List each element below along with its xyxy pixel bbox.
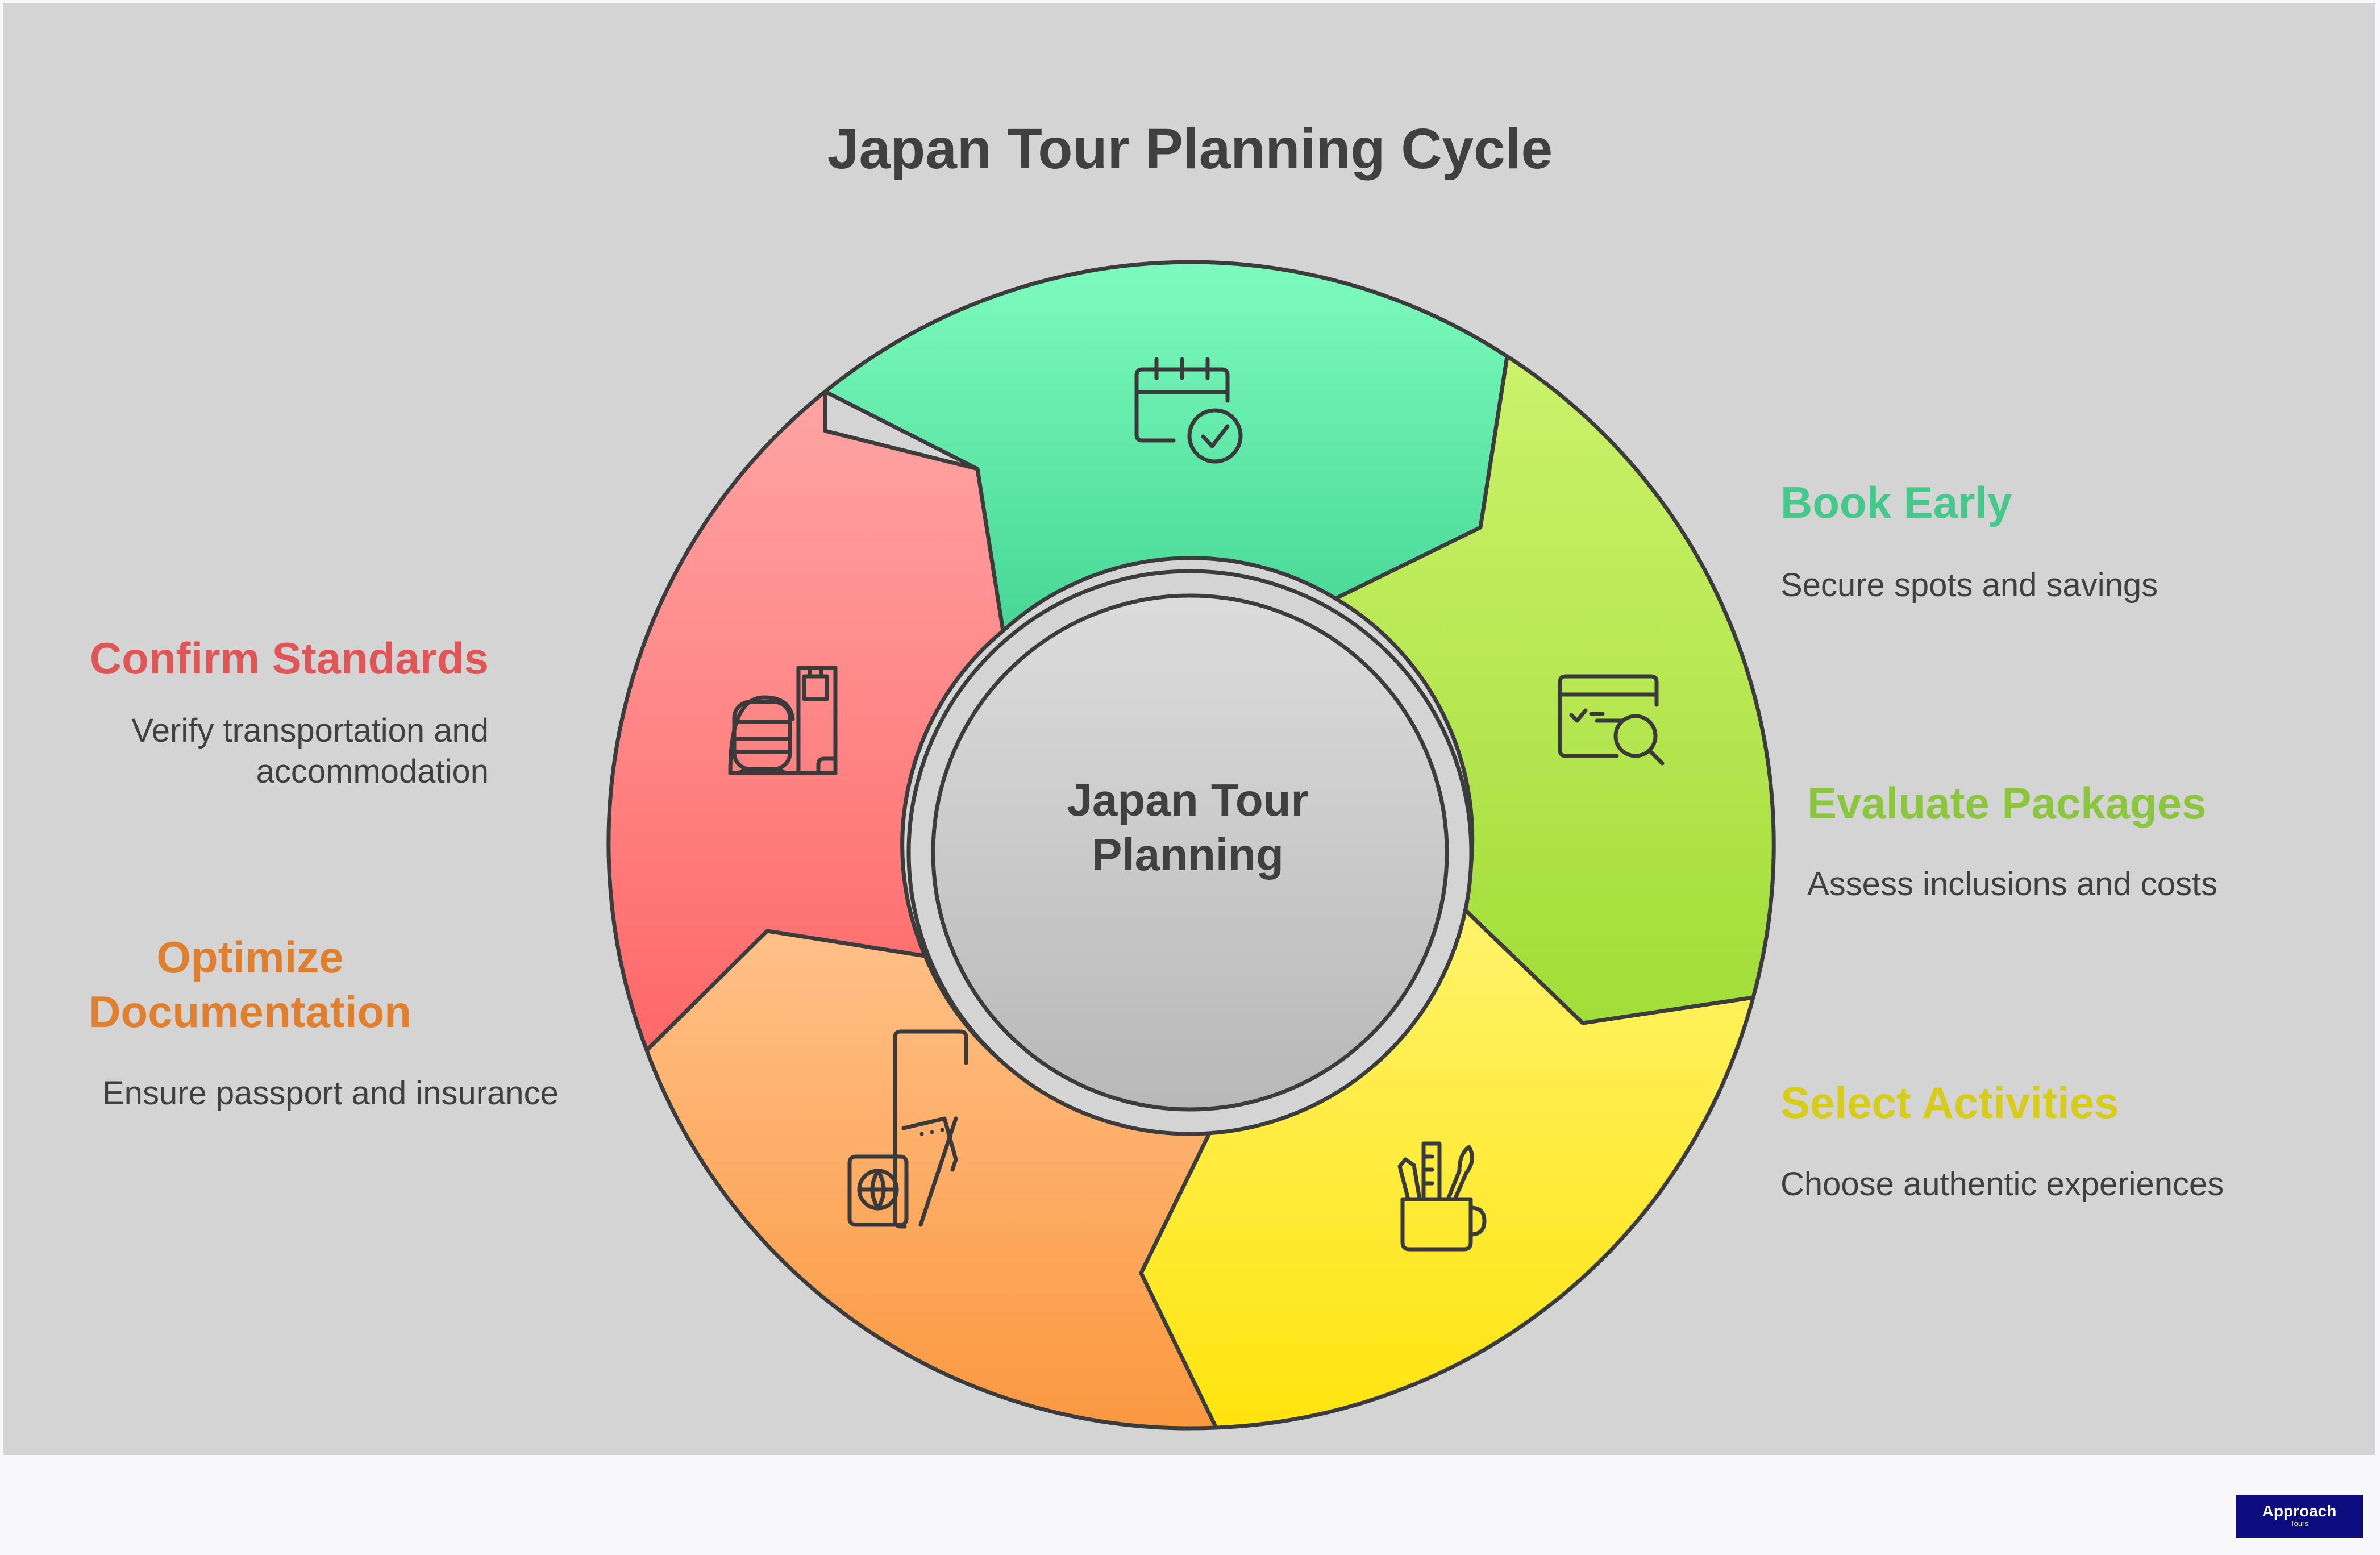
hub-circle	[931, 593, 1449, 1112]
passport-ticket-icon	[847, 1029, 968, 1229]
browser-search-icon	[1558, 674, 1665, 766]
confirm-standards-description-line2: accommodation	[256, 753, 489, 790]
center-label-line2: Planning	[1092, 829, 1284, 880]
approach-tours-logo: Approach Tours	[2236, 1495, 2363, 1538]
segment-book-early	[823, 260, 1509, 633]
art-supplies-mug-icon	[1397, 1141, 1487, 1252]
book-early-description: Secure spots and savings	[1780, 567, 2158, 604]
segment-confirm-standards	[606, 389, 1005, 1053]
book-early-title: Book Early	[1780, 477, 2012, 527]
diagram-title: Japan Tour Planning Cycle	[827, 117, 1553, 181]
calendar-check-icon	[1134, 357, 1243, 464]
center-label-line1: Japan Tour	[1067, 775, 1309, 825]
optimize-documentation-title-line2: Documentation	[89, 987, 411, 1037]
optimize-documentation-description: Ensure passport and insurance	[102, 1075, 559, 1112]
segment-evaluate-packages	[1333, 354, 1776, 1025]
logo-text-line1: Approach	[2262, 1502, 2337, 1520]
confirm-standards-description-line1: Verify transportation and	[131, 712, 489, 749]
center-label: Japan Tour Planning	[983, 773, 1392, 882]
select-activities-title: Select Activities	[1780, 1078, 2119, 1128]
confirm-standards-title: Confirm Standards	[89, 633, 489, 683]
evaluate-packages-description: Assess inclusions and costs	[1807, 866, 2218, 903]
select-activities-description: Choose authentic experiences	[1780, 1166, 2224, 1203]
optimize-documentation-title: Optimize Documentation	[74, 930, 426, 1039]
evaluate-packages-title: Evaluate Packages	[1807, 778, 2207, 828]
train-luggage-icon	[728, 666, 838, 775]
optimize-documentation-title-line1: Optimize	[156, 932, 344, 982]
logo-text-line2: Tours	[2290, 1519, 2308, 1528]
confirm-standards-description: Verify transportation and accommodation	[57, 710, 489, 792]
